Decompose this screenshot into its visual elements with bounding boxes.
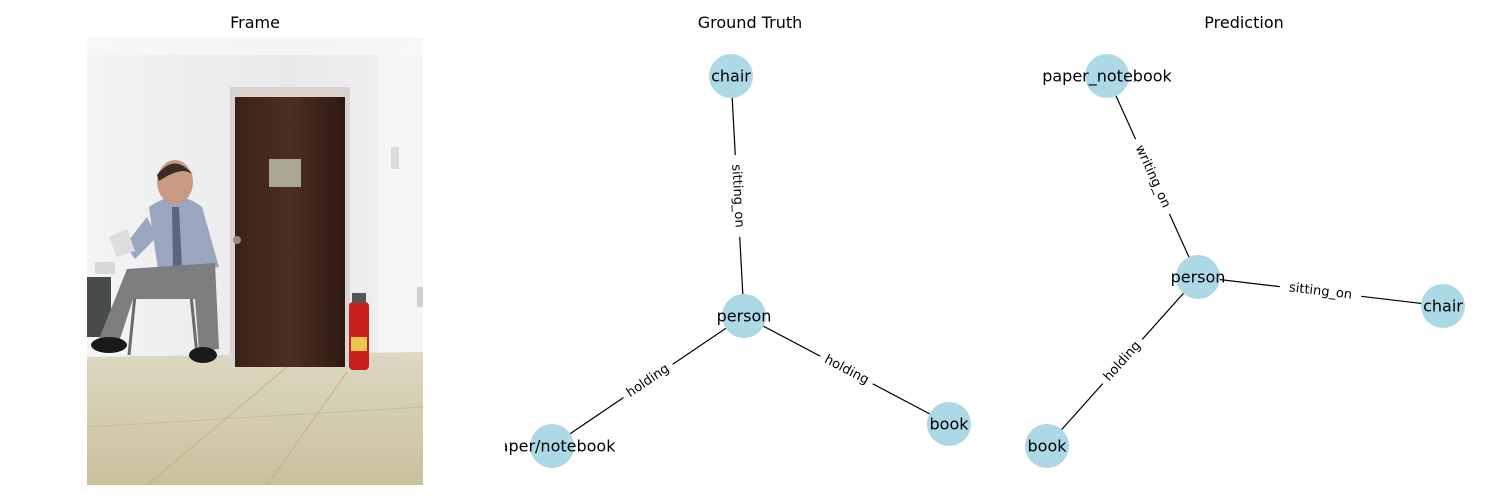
edge-label-group: holding	[618, 356, 678, 406]
edge-label-group: writing_on	[1127, 135, 1178, 218]
frame-illustration	[87, 37, 423, 485]
edge-label-group: holding	[816, 348, 877, 392]
edge-label-background	[726, 154, 749, 238]
node-label-paper_notebook: paper_notebook	[1042, 67, 1172, 87]
node-label-book: book	[930, 415, 970, 434]
node-chair	[709, 54, 753, 98]
edge-label: holding	[624, 361, 672, 400]
edge-label-group: holding	[1096, 333, 1149, 390]
edge-label-background	[1278, 277, 1363, 306]
node-person	[722, 294, 766, 338]
edge-label-background	[816, 348, 877, 392]
node-label-person: person	[717, 307, 772, 326]
node-chair	[1421, 284, 1465, 328]
edge-label-background	[1127, 135, 1178, 218]
video-frame-image	[87, 37, 423, 485]
node-person	[1176, 255, 1220, 299]
edge-label-group: sitting_on	[726, 154, 749, 238]
node-paper_notebook	[530, 424, 574, 468]
node-label-book: book	[1028, 437, 1068, 456]
edge-label: writing_on	[1132, 143, 1173, 211]
node-label-chair: chair	[711, 67, 751, 86]
node-paper_notebook	[1085, 54, 1129, 98]
edge-label: holding	[1101, 339, 1144, 385]
prediction-title: Prediction	[1204, 13, 1284, 32]
node-label-paper_notebook: paper/notebook	[505, 437, 616, 456]
edge-label: sitting_on	[1288, 280, 1353, 302]
node-label-chair: chair	[1423, 297, 1463, 316]
edge-label-background	[618, 356, 678, 406]
node-label-person: person	[1171, 268, 1226, 287]
ground-truth-title: Ground Truth	[697, 13, 803, 32]
frame-title: Frame	[230, 13, 280, 32]
edge-label-background	[1096, 333, 1149, 390]
edge-label-group: sitting_on	[1278, 277, 1363, 306]
node-book	[927, 402, 971, 446]
edge-label: sitting_on	[728, 164, 746, 228]
node-book	[1025, 424, 1069, 468]
